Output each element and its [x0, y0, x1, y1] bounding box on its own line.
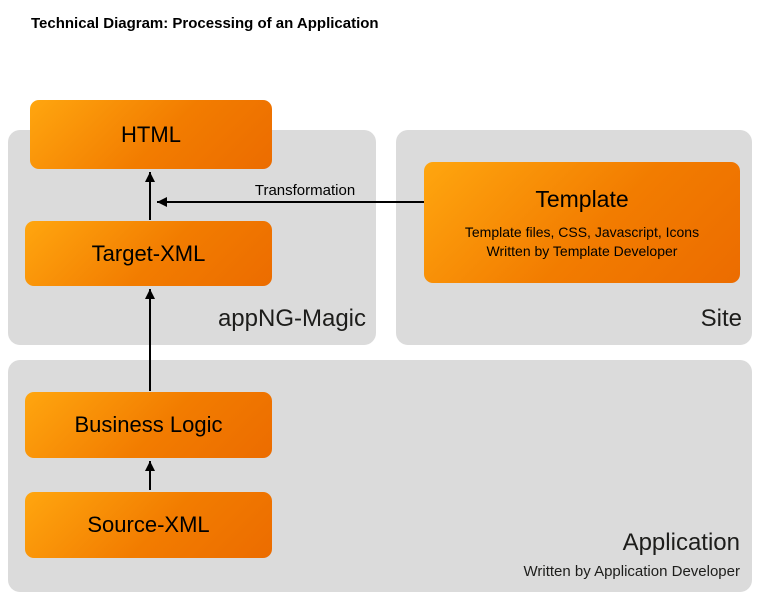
node-business-logic: Business Logic: [25, 392, 272, 458]
node-business-logic-label: Business Logic: [74, 412, 223, 437]
node-source-xml-label: Source-XML: [87, 512, 210, 537]
node-template-line2: Written by Template Developer: [486, 243, 678, 259]
node-template: Template Template files, CSS, Javascript…: [424, 162, 740, 283]
node-html: HTML: [30, 100, 272, 169]
region-appng-magic-label: appNG-Magic: [217, 305, 366, 332]
node-template-title: Template: [535, 186, 629, 212]
node-html-label: HTML: [121, 121, 181, 147]
node-target-xml-label: Target-XML: [91, 240, 206, 266]
region-site-label: Site: [700, 305, 742, 332]
node-template-line1: Template files, CSS, Javascript, Icons: [464, 224, 700, 240]
region-application-labels: Application Written by Application Devel…: [523, 529, 740, 580]
node-target-xml: Target-XML: [25, 221, 272, 286]
transformation-arrow-label: Transformation: [254, 182, 356, 199]
diagram-title: Technical Diagram: Processing of an Appl…: [31, 15, 379, 32]
node-source-xml: Source-XML: [25, 492, 272, 558]
region-application-sublabel: Written by Application Developer: [523, 563, 740, 580]
region-application-label: Application: [622, 529, 740, 556]
